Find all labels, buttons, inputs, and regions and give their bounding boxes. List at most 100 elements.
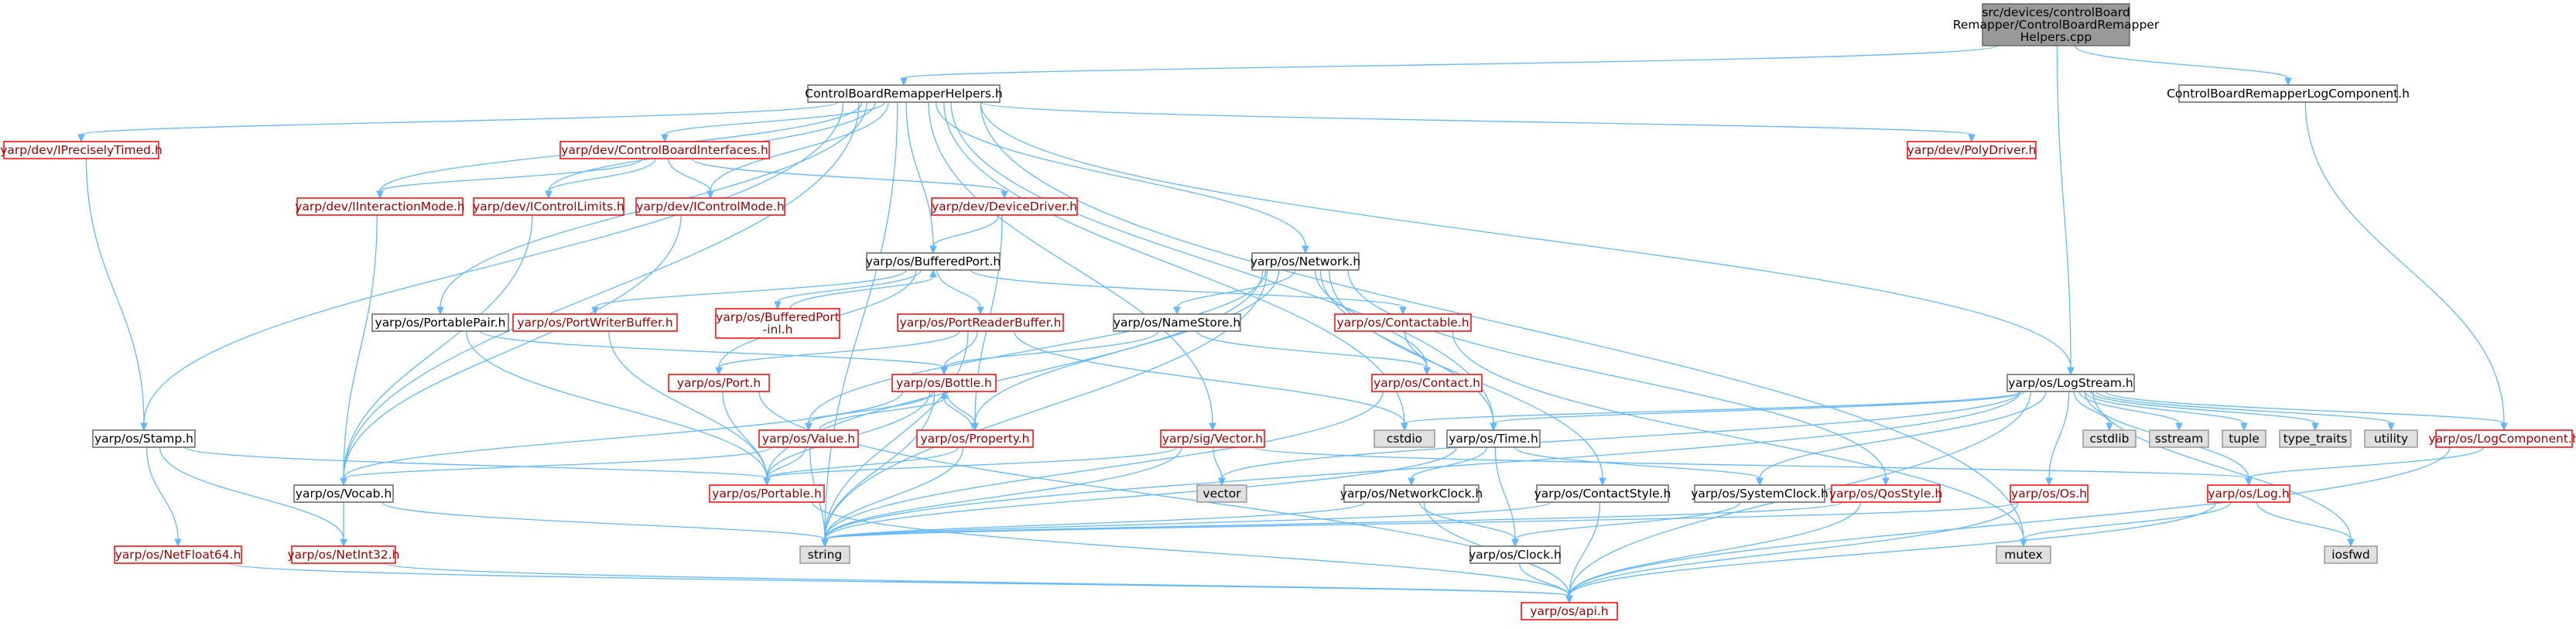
node-label: yarp/os/NetworkClock.h: [1340, 487, 1483, 501]
edge-vocab-to-net_int32: [340, 502, 347, 548]
edge-clock-to-api: [1518, 562, 1573, 604]
node-label: vector: [1202, 487, 1241, 501]
node-label: ControlBoardRemapperHelpers.h: [805, 87, 1002, 101]
edge-cb_interfaces-to-icontrol_limits: [545, 158, 656, 200]
node-string: string: [799, 545, 850, 564]
edge-network-to-property: [971, 269, 1280, 432]
node-vector: vector: [1196, 484, 1247, 503]
node-buffered-port: yarp/os/BufferedPort.h: [866, 252, 1001, 271]
node-label: yarp/dev/IInteractionMode.h: [295, 200, 465, 214]
node-contact[interactable]: yarp/os/Contact.h: [1371, 374, 1483, 392]
node-label: type_traits: [2284, 432, 2348, 446]
edge-log_h-to-iosfwd: [2256, 501, 2355, 548]
node-label: yarp/os/Stamp.h: [94, 432, 193, 446]
node-label: src/devices/controlBoard: [1982, 5, 2130, 19]
node-mutex: mutex: [1996, 545, 2051, 564]
node-property[interactable]: yarp/os/Property.h: [916, 429, 1034, 448]
edge-icontrol_limits-to-vocab: [340, 214, 533, 487]
node-iinteraction-mode[interactable]: yarp/dev/IInteractionMode.h: [295, 197, 465, 216]
edge-iprecisely_timed-to-stamp: [85, 158, 148, 432]
node-label: yarp/os/LogComponent.h: [2428, 432, 2576, 446]
edge-root-to-log_stream: [2056, 45, 2075, 376]
node-qos-style[interactable]: yarp/os/QosStyle.h: [1829, 484, 1942, 503]
node-label: yarp/dev/IControlMode.h: [636, 200, 784, 214]
node-label: yarp/dev/PolyDriver.h: [1907, 143, 2037, 157]
edge-network-to-name_store: [1173, 269, 1296, 316]
node-name-store: yarp/os/NameStore.h: [1113, 313, 1241, 332]
node-port-reader-buffer[interactable]: yarp/os/PortReaderBuffer.h: [897, 313, 1064, 332]
edge-os_h-to-api: [1565, 501, 2019, 604]
edge-network-to-value: [805, 269, 1267, 432]
edge-buffered_port-to-contactable: [970, 269, 1407, 316]
edge-network-to-qos_style: [1347, 269, 1890, 487]
node-icontrol-mode[interactable]: yarp/dev/IControlMode.h: [635, 197, 785, 216]
node-port-writer-buffer[interactable]: yarp/os/PortWriterBuffer.h: [512, 313, 678, 332]
edge-log_stream-to-utility: [2095, 391, 2395, 432]
edge-log_h-to-mutex: [2020, 501, 2232, 548]
node-portable[interactable]: yarp/os/Portable.h: [709, 484, 825, 503]
edge-helpers_h-to-iprecisely_timed: [77, 101, 839, 143]
node-label: string: [808, 548, 843, 562]
edge-helpers_h-to-cb_interfaces: [661, 101, 885, 143]
edge-log_stream-to-time: [1490, 391, 2025, 432]
edge-log_stream-to-sstream: [2078, 391, 2183, 432]
node-label: sstream: [2155, 432, 2203, 446]
edge-bottle-to-property: [946, 391, 979, 432]
node-label: yarp/os/BufferedPort: [716, 310, 840, 324]
node-label: Remapper/ControlBoardRemapper: [1953, 18, 2160, 32]
node-label: yarp/dev/DeviceDriver.h: [932, 200, 1077, 214]
node-contactable[interactable]: yarp/os/Contactable.h: [1334, 313, 1472, 332]
edge-helpers_h-to-vocab: [340, 101, 860, 487]
edge-contactable-to-contact: [1404, 330, 1431, 376]
node-utility: utility: [2364, 429, 2418, 448]
node-label: yarp/os/Portable.h: [712, 487, 822, 501]
node-system-clock: yarp/os/SystemClock.h: [1691, 484, 1829, 503]
node-bottle[interactable]: yarp/os/Bottle.h: [891, 374, 997, 392]
node-label: yarp/os/NameStore.h: [1114, 316, 1240, 330]
edge-portable-to-api: [812, 501, 1573, 604]
node-label: yarp/os/Vocab.h: [296, 487, 392, 501]
node-net-int32[interactable]: yarp/os/NetInt32.h: [287, 545, 400, 564]
graph-nodes: src/devices/controlBoardRemapper/Control…: [0, 3, 2576, 620]
node-api[interactable]: yarp/os/api.h: [1521, 602, 1618, 620]
edge-stamp-to-net_float64: [145, 446, 182, 548]
edge-network-to-portable: [763, 269, 1264, 487]
node-device-driver[interactable]: yarp/dev/DeviceDriver.h: [931, 197, 1078, 216]
node-iprecisely-timed[interactable]: yarp/dev/IPreciselyTimed.h: [0, 141, 162, 159]
node-label: cstdlib: [2090, 432, 2130, 446]
edge-port_reader_buffer-to-port: [715, 330, 960, 376]
edge-time-to-network_clock: [1408, 446, 1488, 487]
edge-logcomponent_h-to-log_component: [2304, 101, 2508, 432]
node-label: yarp/os/SystemClock.h: [1691, 487, 1829, 501]
edge-name_store-to-bottle: [940, 330, 1159, 376]
node-port[interactable]: yarp/os/Port.h: [668, 374, 770, 392]
node-cstdlib: cstdlib: [2082, 429, 2136, 448]
edge-log_stream-to-tuple: [2084, 391, 2248, 432]
node-log-component[interactable]: yarp/os/LogComponent.h: [2428, 429, 2576, 448]
edge-cb_interfaces-to-icontrol_mode: [668, 158, 714, 200]
node-label: yarp/dev/ControlBoardInterfaces.h: [561, 143, 768, 157]
node-poly-driver[interactable]: yarp/dev/PolyDriver.h: [1907, 141, 2037, 159]
node-helpers-h: ControlBoardRemapperHelpers.h: [805, 84, 1003, 103]
node-label: cstdio: [1387, 432, 1422, 446]
edge-bottle-to-value: [805, 391, 934, 432]
node-log-h[interactable]: yarp/os/Log.h: [2207, 484, 2290, 503]
node-net-float64[interactable]: yarp/os/NetFloat64.h: [114, 545, 242, 564]
edge-network-to-time: [1319, 269, 1497, 432]
node-label: yarp/os/Bottle.h: [896, 376, 992, 390]
node-type-traits: type_traits: [2279, 429, 2352, 448]
node-icontrol-limits[interactable]: yarp/dev/IControlLimits.h: [473, 197, 624, 216]
node-os-h[interactable]: yarp/os/Os.h: [2010, 484, 2089, 503]
node-label: yarp/os/Network.h: [1250, 255, 1360, 268]
node-value[interactable]: yarp/os/Value.h: [758, 429, 859, 448]
node-buffered-port-inl[interactable]: yarp/os/BufferedPort-inl.h: [715, 308, 840, 339]
edge-property-to-bottle: [940, 390, 973, 431]
node-network-clock: yarp/os/NetworkClock.h: [1340, 484, 1483, 503]
node-log-stream: yarp/os/LogStream.h: [2006, 374, 2135, 392]
node-label: yarp/os/Port.h: [677, 376, 761, 390]
node-label: yarp/os/BufferedPort.h: [866, 255, 1001, 268]
edge-network_clock-to-clock: [1419, 501, 1519, 548]
node-sig-vector[interactable]: yarp/sig/Vector.h: [1160, 429, 1265, 448]
node-cb-interfaces[interactable]: yarp/dev/ControlBoardInterfaces.h: [559, 141, 770, 159]
node-sstream: sstream: [2149, 429, 2209, 448]
